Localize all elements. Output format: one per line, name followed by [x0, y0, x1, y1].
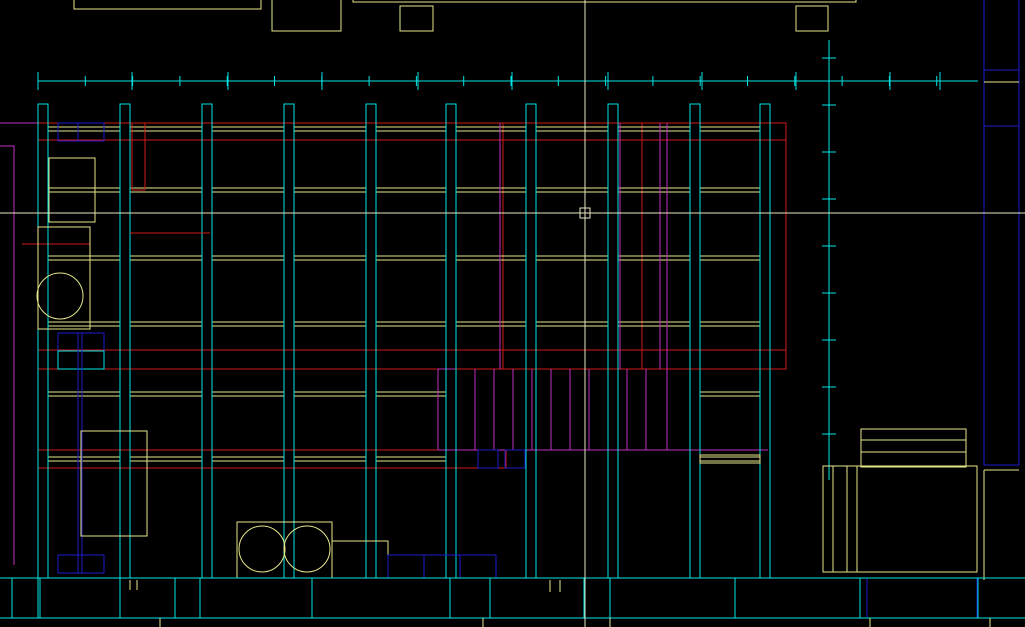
dimension-860[interactable]: 860 [130, 214, 210, 236]
top-block-small-right [795, 5, 829, 32]
pump-circle-right [283, 525, 331, 573]
column-7 [525, 103, 537, 579]
left-equipment [36, 122, 148, 574]
left-lower-cabinet [80, 430, 148, 537]
crosshair-pickbox-icon [579, 207, 591, 219]
blue-box-bottom [57, 554, 105, 574]
lower-equipment [236, 449, 526, 579]
vertical-axis [822, 40, 836, 480]
column-8 [607, 103, 619, 579]
right-unit-body [822, 465, 978, 573]
blue-valve-left [477, 449, 499, 469]
blue-tray [387, 554, 497, 579]
column-9 [689, 103, 701, 579]
main-red-frame [37, 122, 787, 370]
beam-lines [48, 126, 760, 462]
cyan-box-mid [57, 350, 105, 370]
left-tank-circle [36, 272, 84, 320]
dimension-706[interactable]: 706 [131, 123, 155, 191]
right-lower-equipment [699, 428, 978, 573]
red-outline-frames [37, 122, 787, 469]
pump-circle-left [238, 525, 286, 573]
top-objects [73, 0, 857, 32]
pipe-group [437, 123, 768, 451]
column-1 [37, 103, 49, 579]
right-panel-outline [983, 81, 1019, 580]
right-unit-top [860, 428, 967, 468]
right-tall-panel [983, 0, 1020, 466]
right-bottom-box [866, 577, 978, 619]
column-10 [759, 103, 771, 579]
dimension-label-706: 706 [133, 142, 155, 178]
left-edge [0, 122, 90, 565]
top-block-center-left [271, 0, 342, 32]
top-block-left [73, 0, 262, 10]
top-block-bar [352, 0, 857, 3]
lower-red-band [37, 449, 507, 469]
top-block-small-left [399, 5, 434, 32]
right-equipment-panel [866, 0, 1020, 619]
column-6 [445, 103, 457, 579]
column-2 [119, 103, 131, 579]
left-tank-frame [37, 226, 91, 330]
horizontal-axis [37, 72, 978, 90]
column-4 [283, 103, 295, 579]
blue-box-mid [57, 332, 105, 352]
left-cabinet [48, 157, 96, 223]
blue-box-top [57, 122, 105, 142]
column-5 [365, 103, 377, 579]
blue-valve-right [504, 449, 526, 469]
column-3 [201, 103, 213, 579]
floor-strip [0, 577, 1025, 627]
